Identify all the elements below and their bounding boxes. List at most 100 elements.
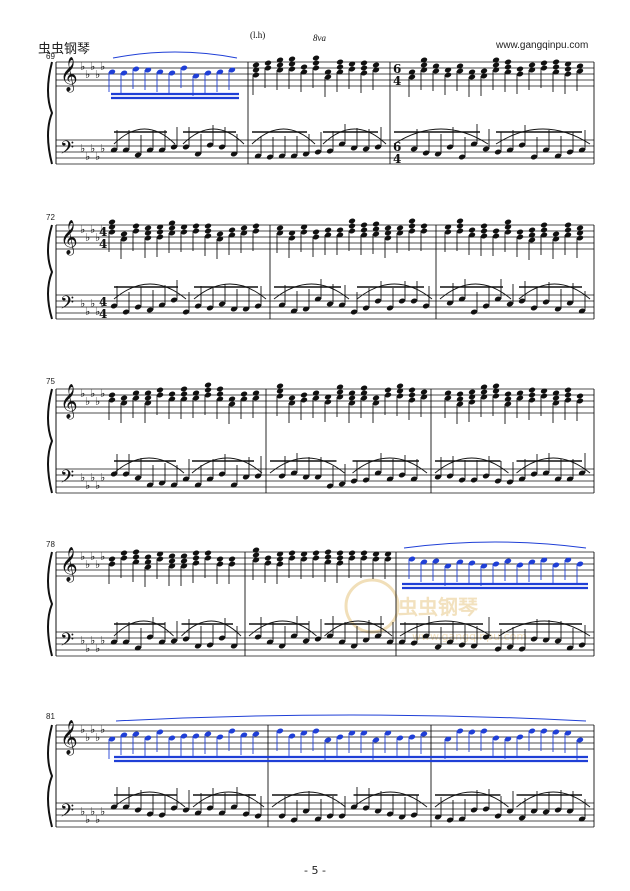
bass-note: [170, 280, 178, 303]
bass-note: [362, 460, 370, 483]
highlighted-note: [168, 735, 176, 758]
bass-slur: [193, 283, 267, 300]
bass-slur: [353, 791, 428, 808]
treble-chord: [132, 223, 140, 251]
bass-note: [458, 799, 466, 822]
treble-chord: [444, 390, 452, 418]
bass-staff: [56, 631, 594, 657]
treble-chord: [168, 391, 176, 419]
bass-note: [482, 456, 490, 479]
flat-icon: ♭: [100, 634, 105, 647]
treble-chord: [264, 60, 272, 88]
highlighted-note: [132, 66, 140, 89]
bass-note: [470, 292, 478, 315]
highlighted-note: [492, 561, 500, 584]
highlighted-note: [528, 728, 536, 751]
bass-note: [122, 454, 130, 477]
site-name-header: 虫虫钢琴: [38, 42, 91, 57]
page-number: - 5 -: [304, 864, 326, 877]
flat-icon: ♭: [80, 297, 85, 310]
highlighted-note: [492, 735, 500, 758]
treble-chord: [456, 63, 464, 91]
bass-note: [542, 130, 550, 153]
bass-note: [146, 130, 154, 153]
treble-chord: [372, 395, 380, 423]
bass-note: [146, 290, 154, 313]
flat-icon: ♭: [95, 731, 100, 744]
treble-chord: [252, 223, 260, 251]
bass-note: [194, 626, 202, 649]
treble-chord: [192, 390, 200, 418]
highlighted-note: [396, 735, 404, 758]
highlighted-note: [228, 728, 236, 751]
bass-note: [314, 279, 322, 302]
highlighted-note: [420, 731, 428, 754]
bass-note: [302, 621, 310, 644]
bass-note: [518, 629, 526, 652]
treble-clef-icon: 𝄞: [60, 57, 78, 93]
bass-note: [482, 789, 490, 812]
time-signature-treble: 44: [99, 225, 107, 251]
treble-chord: [492, 228, 500, 256]
flat-icon: ♭: [90, 142, 95, 155]
treble-chord: [144, 554, 152, 587]
flat-icon: ♭: [85, 150, 90, 163]
flat-icon: ♭: [95, 231, 100, 244]
treble-chord: [564, 61, 572, 94]
bass-slur: [113, 791, 186, 808]
bass-note: [554, 459, 562, 482]
bass-note: [146, 465, 154, 488]
treble-chord: [300, 392, 308, 420]
bass-note: [230, 289, 238, 312]
flat-icon: ♭: [100, 142, 105, 155]
time-signature-denominator: 4: [393, 152, 401, 166]
bass-slur: [113, 620, 174, 637]
treble-chord: [480, 384, 488, 417]
treble-chord: [108, 556, 116, 584]
bass-note: [254, 136, 262, 159]
bass-note: [518, 125, 526, 148]
bass-note: [230, 134, 238, 157]
bass-note: [506, 627, 514, 650]
bass-slur: [271, 791, 346, 808]
bass-note: [110, 130, 118, 153]
bass-note: [242, 289, 250, 312]
treble-chord: [408, 218, 416, 251]
bass-note: [350, 292, 358, 315]
highlighted-note: [504, 558, 512, 581]
treble-chord: [504, 219, 512, 252]
bass-note: [314, 132, 322, 155]
treble-chord: [312, 55, 320, 88]
flat-icon: ♭: [85, 731, 90, 744]
bass-note: [374, 453, 382, 476]
bass-note: [278, 626, 286, 649]
treble-chord: [288, 395, 296, 423]
treble-chord: [564, 387, 572, 420]
flat-icon: ♭: [85, 479, 90, 492]
bass-note: [470, 460, 478, 483]
bass-note: [194, 134, 202, 157]
bass-slur: [434, 457, 509, 474]
bass-note: [446, 622, 454, 645]
bass-note: [422, 616, 430, 639]
bass-note: [374, 281, 382, 304]
treble-chord: [216, 556, 224, 584]
bass-note: [158, 622, 166, 645]
flat-icon: ♭: [95, 150, 100, 163]
treble-chord: [480, 68, 488, 96]
treble-chord: [336, 550, 344, 583]
treble-chord: [384, 551, 392, 579]
flat-icon: ♭: [90, 634, 95, 647]
treble-chord: [456, 218, 464, 251]
bass-note: [494, 461, 502, 484]
treble-chord: [276, 57, 284, 90]
treble-chord: [372, 551, 380, 579]
bass-note: [158, 130, 166, 153]
treble-chord: [408, 387, 416, 420]
bass-note: [578, 799, 586, 822]
bass-note: [554, 790, 562, 813]
bass-note: [110, 622, 118, 645]
treble-chord: [192, 223, 200, 251]
highlighted-note: [204, 731, 212, 754]
